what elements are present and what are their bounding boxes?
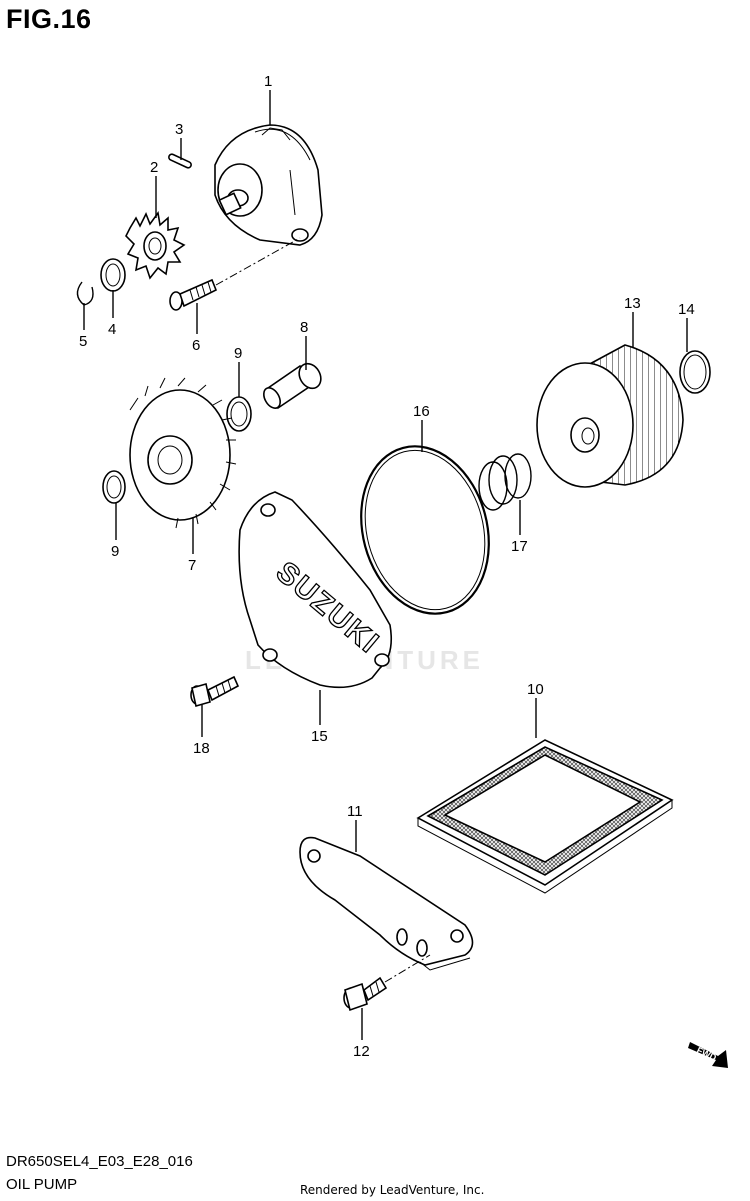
part-14-o-ring-small[interactable] [679, 350, 711, 394]
part-3-pin[interactable] [168, 153, 192, 169]
callout-12: 12 [353, 1043, 370, 1060]
callout-labels: 1 3 2 4 5 6 8 9 9 7 16 13 14 17 15 18 10… [79, 73, 695, 1060]
callout-16: 16 [413, 403, 430, 420]
model-code: DR650SEL4_E03_E28_016 [6, 1153, 193, 1170]
callout-18: 18 [193, 740, 210, 757]
fwd-arrow-icon: FWD [688, 1042, 728, 1068]
callout-11: 11 [347, 803, 363, 820]
section-name: OIL PUMP [6, 1176, 78, 1193]
part-8-shaft[interactable] [260, 360, 325, 411]
callout-9-lower: 9 [111, 543, 119, 560]
part-9-circlip-lower[interactable] [102, 470, 126, 504]
part-4-washer[interactable] [100, 258, 126, 292]
part-6-screw[interactable] [169, 278, 218, 311]
part-12-bolt[interactable] [343, 976, 388, 1012]
callout-1: 1 [264, 73, 272, 90]
part-1-oil-pump-body[interactable] [214, 124, 323, 246]
callout-4: 4 [108, 321, 116, 338]
leader-lines [83, 90, 688, 1040]
callout-10: 10 [527, 681, 544, 698]
callout-6: 6 [192, 337, 200, 354]
part-17-spring[interactable] [478, 453, 532, 511]
callout-2: 2 [150, 159, 158, 176]
part-7-driven-gear[interactable] [129, 377, 237, 529]
part-2-drive-gear[interactable] [125, 210, 186, 280]
part-15-oil-pump-cover[interactable]: SUZUKI [238, 491, 393, 689]
callout-5: 5 [79, 333, 87, 350]
part-11-bracket-plate[interactable] [299, 836, 474, 971]
part-9-circlip-upper[interactable] [226, 396, 252, 432]
callout-17: 17 [511, 538, 528, 555]
part-10-oil-strainer[interactable] [416, 739, 674, 894]
render-credit: Rendered by LeadVenture, Inc. [300, 1183, 485, 1197]
figure-title: FIG.16 [6, 4, 92, 34]
callout-8: 8 [300, 319, 308, 336]
callout-14: 14 [678, 301, 695, 318]
callout-15: 15 [311, 728, 328, 745]
callout-9-upper: 9 [234, 345, 242, 362]
callout-7: 7 [188, 557, 196, 574]
part-18-bolt[interactable] [190, 675, 240, 708]
part-5-circlip[interactable] [76, 281, 94, 306]
part-13-oil-filter[interactable] [536, 344, 684, 488]
callout-13: 13 [624, 295, 641, 312]
part-16-o-ring[interactable] [343, 432, 507, 628]
fwd-label: FWD [695, 1045, 718, 1063]
callout-3: 3 [175, 121, 183, 138]
